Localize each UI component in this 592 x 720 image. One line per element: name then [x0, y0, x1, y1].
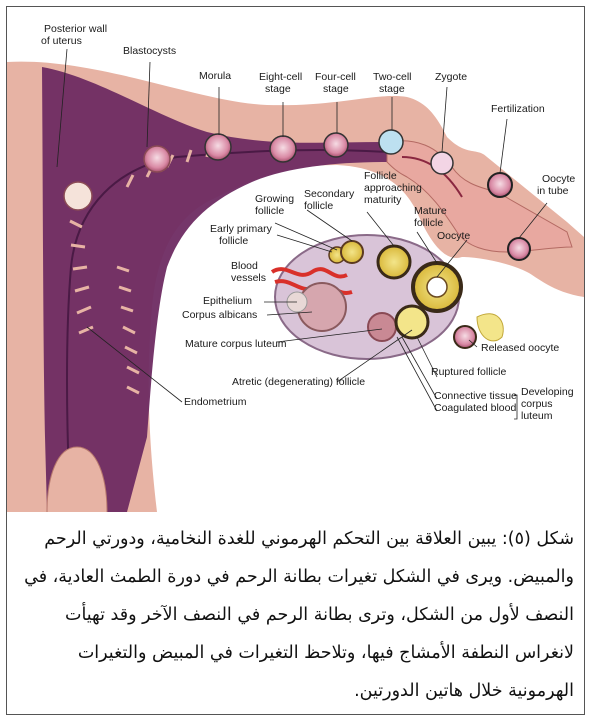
- released-oocyte: [454, 326, 476, 348]
- caption-line: النصف لأول من الشكل، وترى بطانة الرحم في…: [18, 596, 574, 634]
- label-released-oocyte: Released oocyte: [481, 342, 559, 354]
- label-epithelium: Epithelium: [203, 295, 252, 307]
- label-corpus-albicans: Corpus albicans: [182, 309, 257, 321]
- label-connective-tissue: Connective tissue: [434, 390, 517, 402]
- fimbria-fluid: [477, 314, 503, 341]
- label-zygote: Zygote: [435, 71, 467, 83]
- label-morula: Morula: [199, 70, 231, 82]
- caption-line: الهرمونية خلال هاتين الدورتين.: [18, 672, 574, 710]
- label-fertilization: Fertilization: [491, 103, 545, 115]
- caption-line: والمبيض. ويرى في الشكل تغيرات بطانة الرح…: [18, 558, 574, 596]
- label-mature-corpus-luteum: Mature corpus luteum: [185, 338, 287, 350]
- label-oocyte: Oocyte: [437, 230, 470, 242]
- label-endometrium: Endometrium: [184, 396, 247, 408]
- caption-line: شكل (٥): يبين العلاقة بين التحكم الهرمون…: [18, 520, 574, 558]
- caption-line: لانغراس النطفة الأمشاج فيها، وتلاحظ التغ…: [18, 634, 574, 672]
- figure-caption: شكل (٥): يبين العلاقة بين التحكم الهرمون…: [18, 520, 574, 710]
- label-coagulated-blood: Coagulated blood: [434, 402, 516, 414]
- label-atretic: Atretic (degenerating) follicle: [232, 376, 365, 388]
- label-blastocysts: Blastocysts: [123, 45, 176, 57]
- label-ruptured-follicle: Ruptured follicle: [431, 366, 506, 378]
